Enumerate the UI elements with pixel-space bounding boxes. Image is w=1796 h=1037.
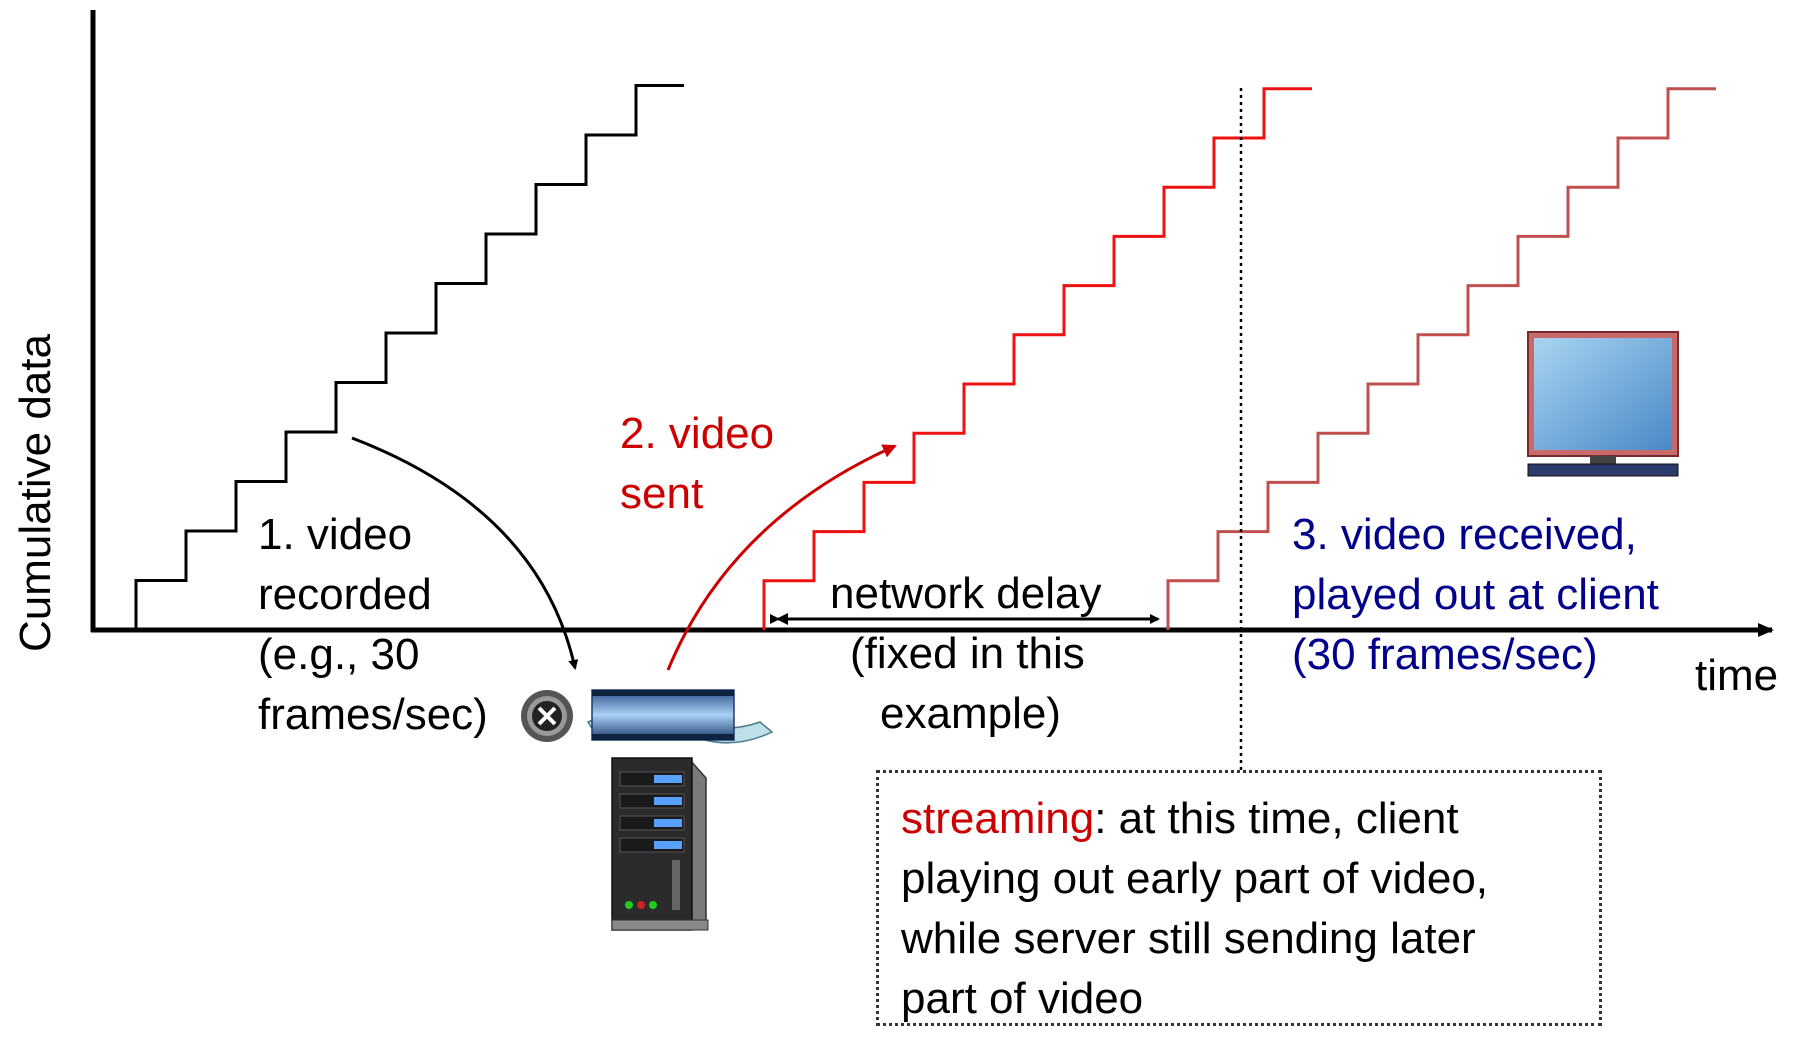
received-line-1: 3. video received,	[1292, 510, 1637, 559]
delay-line-3: example)	[880, 689, 1061, 738]
sent-staircase	[762, 87, 1312, 630]
note-line-2: playing out early part of video,	[901, 854, 1489, 903]
x-axis-label: time	[1695, 651, 1779, 700]
recorded-line-3: (e.g., 30	[258, 630, 420, 679]
note-line-3: while server still sending later	[901, 914, 1476, 963]
note-line-1: streaming: at this time, client	[901, 789, 1599, 849]
streaming-note-box: streaming: at this time, client playing …	[876, 770, 1602, 1026]
recorded-staircase	[134, 84, 684, 630]
received-line-3: (30 frames/sec)	[1292, 630, 1598, 679]
film-reel-icon	[521, 689, 774, 744]
server-to-network-arrow	[666, 444, 897, 671]
recorded-line-2: recorded	[258, 570, 432, 619]
received-line-2: played out at client	[1292, 570, 1659, 619]
received-staircase	[1166, 87, 1716, 630]
note-highlight: streaming	[901, 794, 1095, 843]
recorded-line-4: frames/sec)	[258, 690, 488, 739]
monitor-icon	[1527, 331, 1679, 477]
note-line-4: part of video	[901, 974, 1144, 1023]
recorded-line-1: 1. video	[258, 510, 413, 559]
delay-line-2: (fixed in this	[850, 629, 1085, 678]
server-icon	[611, 757, 709, 931]
sent-line-1: 2. video	[620, 409, 775, 458]
note-first-rest: : at this time, client	[1094, 794, 1459, 843]
recorded-to-server-arrow	[351, 436, 579, 670]
delay-line-1: network delay	[830, 569, 1102, 618]
sent-line-2: sent	[620, 469, 704, 518]
